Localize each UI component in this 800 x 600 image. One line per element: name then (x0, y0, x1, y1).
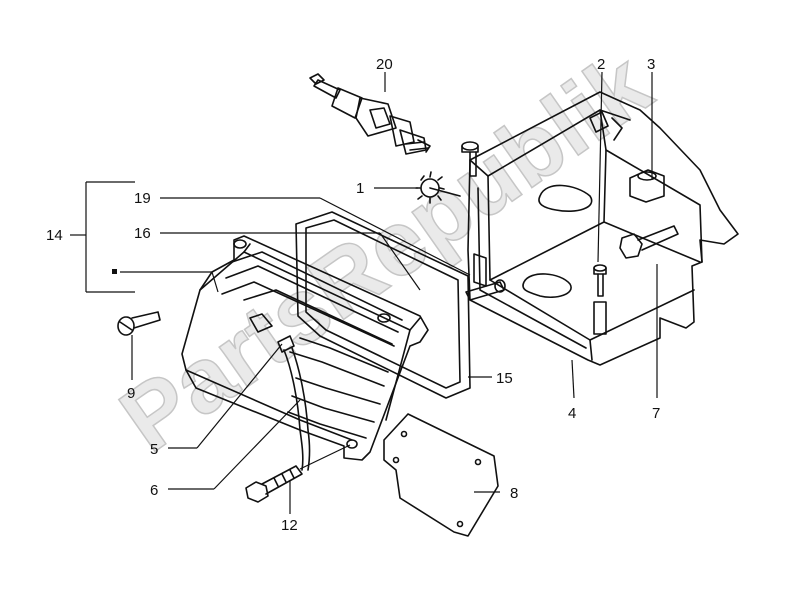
callout-12: 12 (281, 517, 298, 534)
screw-part-2 (461, 141, 479, 177)
callout-3: 3 (647, 56, 655, 73)
bolt-part-7 (619, 225, 679, 259)
callout-4: 4 (568, 405, 576, 422)
callout-7: 7 (652, 405, 660, 422)
gasket-plate-part (383, 413, 499, 537)
screw-part-2b (593, 264, 607, 335)
callout-20: 19 (134, 190, 151, 207)
callout-14: 14 (46, 227, 63, 244)
callout-1: 1 (356, 180, 364, 197)
callout-15: 15 (496, 370, 513, 387)
sealing-washer-part (415, 171, 461, 204)
valve-cover-part (181, 235, 429, 461)
callout-2: 2 (597, 56, 605, 73)
bolt-part-12 (245, 465, 303, 503)
callout-16: 20 (376, 56, 393, 73)
cylinder-head-cover-part (467, 91, 739, 366)
callout-labels: 20 2 3 1 19 16 14 15 4 7 9 5 6 12 8 (46, 56, 660, 534)
callout-8: 8 (510, 485, 518, 502)
callout-9: 9 (127, 385, 135, 402)
callout-6: 6 (150, 482, 158, 499)
breather-tube-part (283, 347, 311, 471)
callout-5: 5 (150, 441, 158, 458)
cover-gasket-part (295, 211, 471, 399)
screw-part-9 (117, 311, 161, 336)
spark-plug-part (309, 73, 431, 155)
callout-19: 16 (134, 225, 151, 242)
watermark-text: PartsRepublik (103, 33, 669, 472)
